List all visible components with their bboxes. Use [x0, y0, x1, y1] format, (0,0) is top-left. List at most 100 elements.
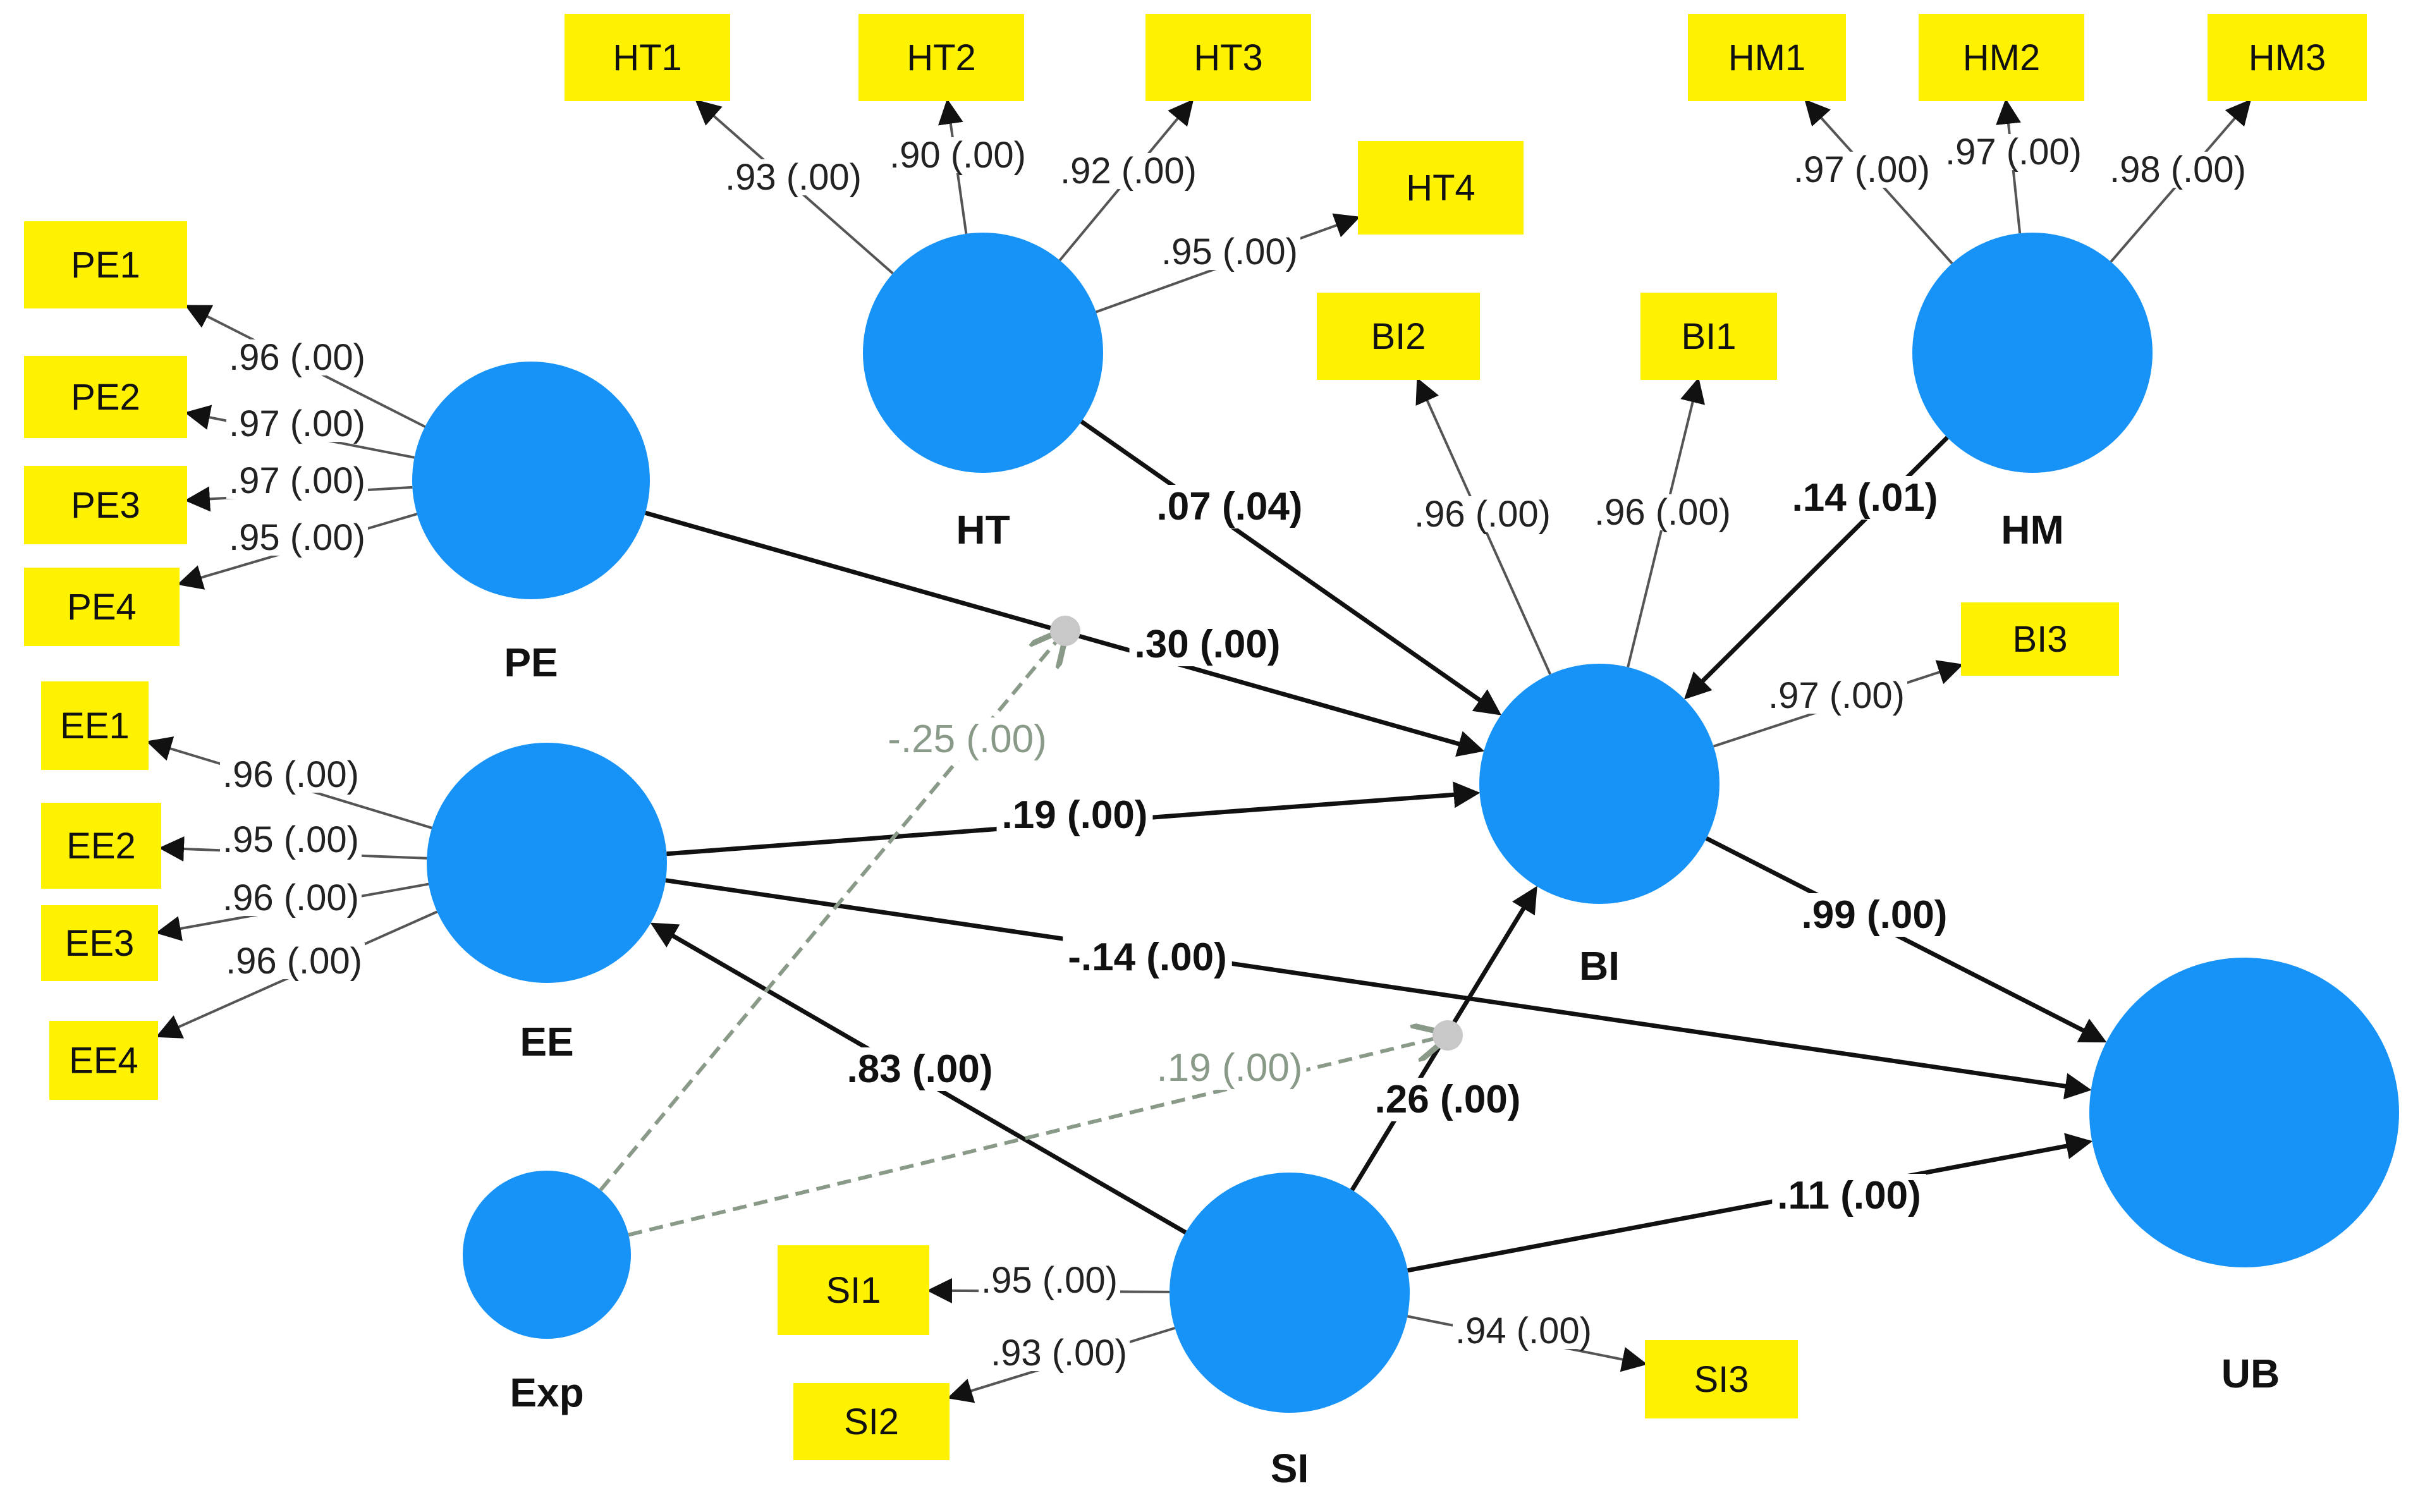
loading-value-hm2: .97 (.00): [1945, 131, 2082, 173]
indicator-label-pe2: PE2: [71, 377, 140, 418]
path-coefficient-si-bi: .26 (.00): [1375, 1078, 1521, 1121]
indicator-si2[interactable]: [793, 1383, 950, 1460]
loading-label-bg: [2107, 152, 2249, 188]
loading-label-bg: [1766, 678, 1907, 714]
path-label-bg: [1796, 893, 1953, 937]
latent-label-ht: HT: [956, 507, 1010, 552]
loading-value-ee2: .95 (.00): [223, 819, 359, 860]
loading-label-bg: [1412, 496, 1553, 532]
path-ht-bi: [1080, 420, 1502, 716]
loading-value-bi2: .96 (.00): [1414, 494, 1551, 535]
indicator-ee1[interactable]: [41, 681, 149, 770]
indicator-label-si1: SI1: [826, 1270, 881, 1311]
indicator-label-pe3: PE3: [71, 485, 140, 526]
path-label-bg: [1787, 476, 1943, 520]
indicator-bi2[interactable]: [1317, 293, 1480, 380]
indicator-pe2[interactable]: [24, 356, 187, 438]
coefficient-labels: .30 (.00).19 (.00)-.14 (.00).07 (.04).14…: [220, 131, 2249, 1374]
loading-value-ee3: .96 (.00): [223, 877, 359, 918]
path-label-bg: [841, 1047, 998, 1091]
indicator-label-bi3: BI3: [2012, 619, 2067, 660]
indicator-label-ht1: HT1: [613, 37, 682, 78]
latent-exp[interactable]: [463, 1171, 631, 1339]
indicator-pe3[interactable]: [24, 466, 187, 544]
loading-value-pe3: .97 (.00): [229, 460, 365, 501]
path-si-ub: [1407, 1133, 2093, 1273]
path-coefficient-ht-bi: .07 (.04): [1157, 485, 1303, 528]
loading-label-bg: [979, 1262, 1120, 1298]
latent-si[interactable]: [1170, 1173, 1410, 1413]
indicator-ht3[interactable]: [1145, 14, 1311, 101]
loading-label-bg: [226, 463, 368, 499]
indicator-label-hm1: HM1: [1728, 37, 1805, 78]
indicator-label-ht2: HT2: [907, 37, 976, 78]
indicator-label-pe1: PE1: [71, 245, 140, 286]
latent-label-pe: PE: [504, 640, 558, 685]
loading-value-pe2: .97 (.00): [229, 403, 365, 444]
moderation-coefficient-pe-bi: -.25 (.00): [888, 717, 1047, 761]
loading-label-bg: [220, 880, 362, 916]
latent-ht[interactable]: [863, 233, 1103, 473]
latent-label-ub: UB: [2221, 1351, 2280, 1396]
path-coefficient-ee-ub: -.14 (.00): [1068, 936, 1227, 979]
moderation-dot: [1050, 616, 1080, 646]
loading-label-bg: [1453, 1313, 1594, 1349]
indicator-label-ht3: HT3: [1194, 37, 1263, 78]
indicator-ee4[interactable]: [49, 1021, 158, 1100]
latent-pe[interactable]: [412, 362, 650, 599]
structural-paths: [644, 420, 2107, 1273]
indicator-si1[interactable]: [778, 1245, 929, 1335]
indicator-label-si2: SI2: [844, 1401, 899, 1442]
indicator-ee2[interactable]: [41, 803, 161, 889]
path-label-bg: [1151, 485, 1308, 528]
path-coefficient-bi-ub: .99 (.00): [1802, 893, 1948, 937]
mod-label-bg: [884, 717, 1051, 761]
loading-label-bg: [1791, 152, 1933, 188]
indicator-hm2[interactable]: [1919, 14, 2084, 101]
path-coefficient-hm-bi: .14 (.01): [1792, 476, 1938, 520]
loading-value-ee1: .96 (.00): [223, 754, 359, 795]
loading-value-ht2: .90 (.00): [889, 135, 1026, 176]
indicator-pe1[interactable]: [24, 221, 187, 308]
indicator-label-hm3: HM3: [2249, 37, 2326, 78]
indicator-hm1[interactable]: [1688, 14, 1846, 101]
latent-hm[interactable]: [1912, 233, 2153, 473]
loading-value-ht1: .93 (.00): [725, 157, 862, 198]
indicator-ht4[interactable]: [1358, 141, 1524, 235]
indicator-label-ee2: EE2: [66, 826, 136, 867]
loading-label-bg: [226, 339, 368, 375]
loading-value-ee4: .96 (.00): [226, 941, 362, 982]
loading-value-ht4: .95 (.00): [1161, 231, 1298, 272]
path-label-bg: [1772, 1174, 1926, 1217]
indicator-pe4[interactable]: [24, 568, 180, 646]
latent-label-si: SI: [1271, 1446, 1309, 1491]
indicator-bi1[interactable]: [1640, 293, 1777, 380]
loading-label-bg: [226, 406, 368, 442]
latent-ee[interactable]: [427, 743, 667, 983]
loading-label-bg: [220, 757, 362, 793]
indicator-bi3[interactable]: [1961, 602, 2119, 676]
loading-label-bg: [1592, 494, 1733, 530]
indicator-label-ee4: EE4: [69, 1040, 138, 1082]
loading-label-bg: [1943, 134, 2084, 170]
latent-label-ee: EE: [520, 1019, 573, 1064]
path-ee-ub: [665, 878, 2092, 1100]
latent-label-bi: BI: [1579, 943, 1620, 989]
path-bi-ub: [1705, 836, 2107, 1043]
path-label-bg: [1063, 936, 1232, 979]
path-label-bg: [996, 793, 1153, 837]
latent-ub[interactable]: [2089, 958, 2399, 1267]
indicator-ee3[interactable]: [41, 905, 158, 981]
loading-label-bg: [226, 520, 368, 556]
indicator-si3[interactable]: [1645, 1340, 1798, 1418]
latent-bi[interactable]: [1479, 664, 1719, 904]
loading-value-ht3: .92 (.00): [1060, 150, 1197, 192]
indicator-label-pe4: PE4: [67, 587, 137, 628]
loading-value-pe4: .95 (.00): [229, 517, 365, 558]
loading-value-si2: .93 (.00): [991, 1332, 1127, 1374]
indicator-ht2[interactable]: [858, 14, 1024, 101]
indicator-label-ht4: HT4: [1406, 168, 1475, 209]
indicator-ht1[interactable]: [565, 14, 730, 101]
indicator-hm3[interactable]: [2208, 14, 2367, 101]
